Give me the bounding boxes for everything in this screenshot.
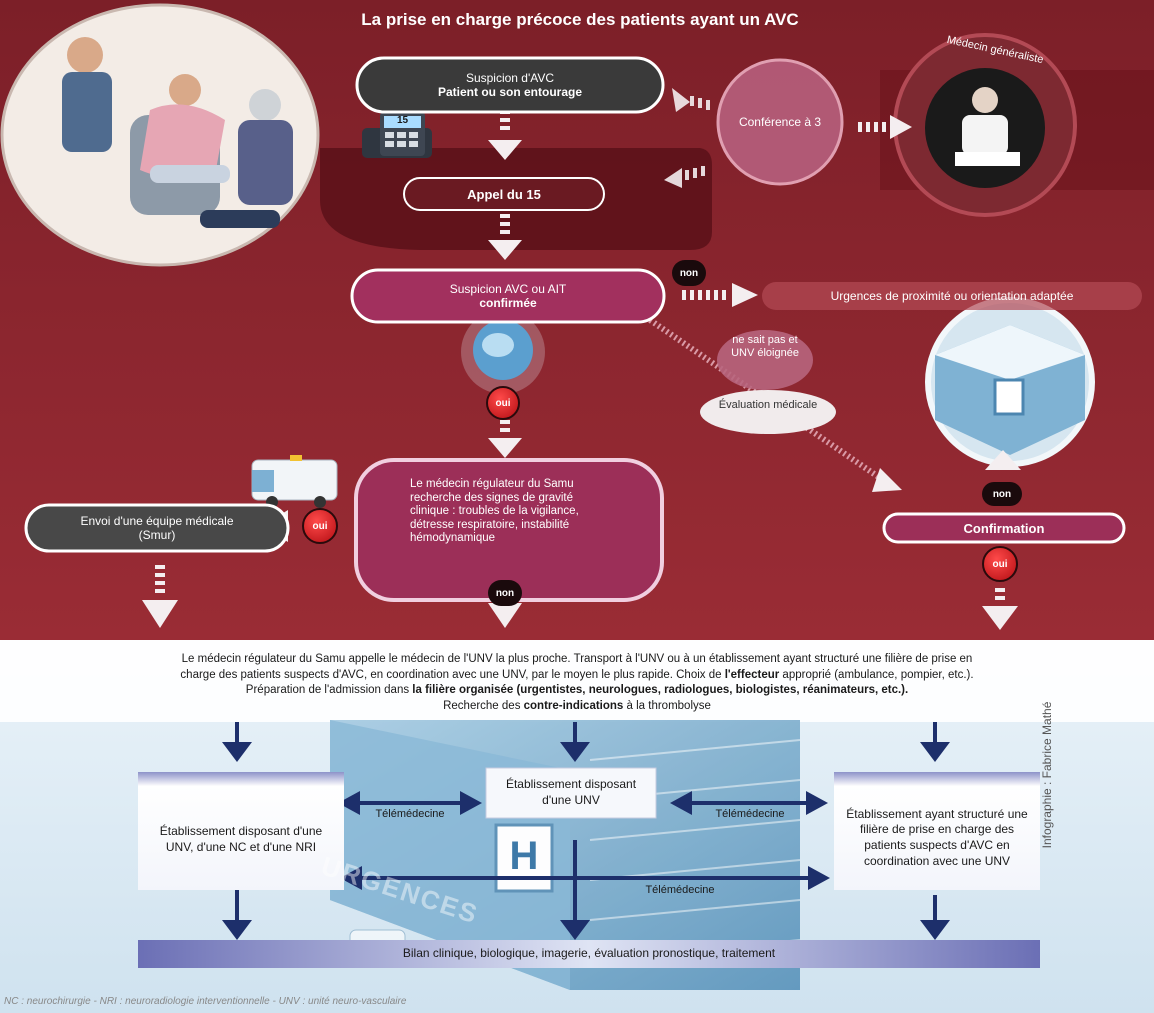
establishment-right-shape xyxy=(834,772,1040,890)
confirmed-line1: Suspicion AVC ou AIT xyxy=(449,282,567,296)
urgences-label: Urgences de proximité ou orientation ada… xyxy=(830,289,1074,303)
non-badge-right: non xyxy=(982,482,1022,506)
urgences-pill-shape xyxy=(762,282,1142,310)
ne-sait-pas-shape xyxy=(717,330,813,390)
suspicion-subtitle: Patient ou son entourage xyxy=(437,85,582,99)
evaluation-shape xyxy=(700,390,836,434)
establishment-left-shape xyxy=(138,772,344,890)
blue-flow-arrows xyxy=(222,722,950,940)
phone-icon xyxy=(362,112,432,158)
conference-label: Conférence à 3 xyxy=(738,115,822,129)
appel-node: Appel du 15 xyxy=(404,178,604,210)
summary-line4: Recherche des contre-indications à la th… xyxy=(443,699,711,712)
oui-badge-smur: oui xyxy=(302,508,338,544)
credit-label: Infographie : Fabrice Mathé xyxy=(1040,701,1054,849)
envoi-pill-shape xyxy=(24,503,290,553)
appel-label: Appel du 15 xyxy=(467,186,541,202)
suspicion-pill-shape xyxy=(355,56,665,114)
hospital-h-sign: H xyxy=(509,834,539,878)
summary-line2: charge des patients suspects d'AVC, en c… xyxy=(180,668,974,681)
telemedicine-left-label: Télémédecine xyxy=(375,808,445,820)
appel-pill-shape xyxy=(403,177,605,211)
suspicion-title: Suspicion d'AVC xyxy=(465,71,555,85)
envoi-line2: (Smur) xyxy=(138,528,176,542)
page-title: La prise en charge précoce des patients … xyxy=(361,10,799,29)
conference-circle xyxy=(716,58,844,186)
summary-line1: Le médecin régulateur du Samu appelle le… xyxy=(181,653,973,665)
oui-badge-right: oui xyxy=(982,546,1018,582)
evaluation-label: Évaluation médicale xyxy=(718,399,818,411)
confirmation-pill-shape xyxy=(882,512,1126,544)
confirmed-node: Suspicion AVC ou AIT confirmée xyxy=(352,270,664,322)
establishment-right: Établissement ayant structuré une filièr… xyxy=(846,806,1028,868)
establishment-center-shape xyxy=(485,767,657,819)
brain-scan-icon xyxy=(461,310,545,394)
confirmation-label: Confirmation xyxy=(963,520,1045,536)
telemedicine-right-label: Télémédecine xyxy=(715,808,785,820)
envoi-line1: Envoi d'une équipe médicale xyxy=(80,514,234,528)
bottom-bar-label: Bilan clinique, biologique, imagerie, év… xyxy=(402,946,776,960)
summary-line3: Préparation de l'admission dans la filiè… xyxy=(245,684,909,697)
confirmed-line2: confirmée xyxy=(479,296,537,310)
ambulance-icon xyxy=(251,455,338,508)
patient-scene-illustration xyxy=(0,3,320,267)
summary-text: Le médecin régulateur du Samu appelle le… xyxy=(20,652,1134,714)
non-badge-top: non xyxy=(672,260,706,286)
telemedicine-bottom-label: Télémédecine xyxy=(645,884,715,896)
regulateur-text: Le médecin régulateur du Samu recherche … xyxy=(410,478,579,545)
confirmed-pill-shape xyxy=(350,268,666,324)
establishment-left: Établissement disposant d'une UNV, d'une… xyxy=(159,824,323,854)
summary-band xyxy=(0,640,1154,722)
hospital-illustration xyxy=(925,297,1095,467)
non-badge-bottom: non xyxy=(488,580,522,606)
suspicion-node: Suspicion d'AVC Patient ou son entourage xyxy=(357,58,663,112)
footnote: NC : neurochirurgie - NRI : neuroradiolo… xyxy=(4,996,407,1007)
confirmation-node: Confirmation xyxy=(884,514,1124,542)
envoi-node: Envoi d'une équipe médicale (Smur) xyxy=(26,505,288,551)
oui-badge-brain: oui xyxy=(486,386,520,420)
bottom-bar-shape xyxy=(138,940,1040,968)
phone-display: 15 xyxy=(396,115,409,126)
establishment-center: Établissement disposant d'une UNV xyxy=(505,777,637,807)
general-practitioner-illustration xyxy=(893,33,1077,217)
urgences-node: Urgences de proximité ou orientation ada… xyxy=(762,282,1142,310)
ne-sait-pas-label: ne sait pas et UNV éloignée xyxy=(731,334,799,359)
